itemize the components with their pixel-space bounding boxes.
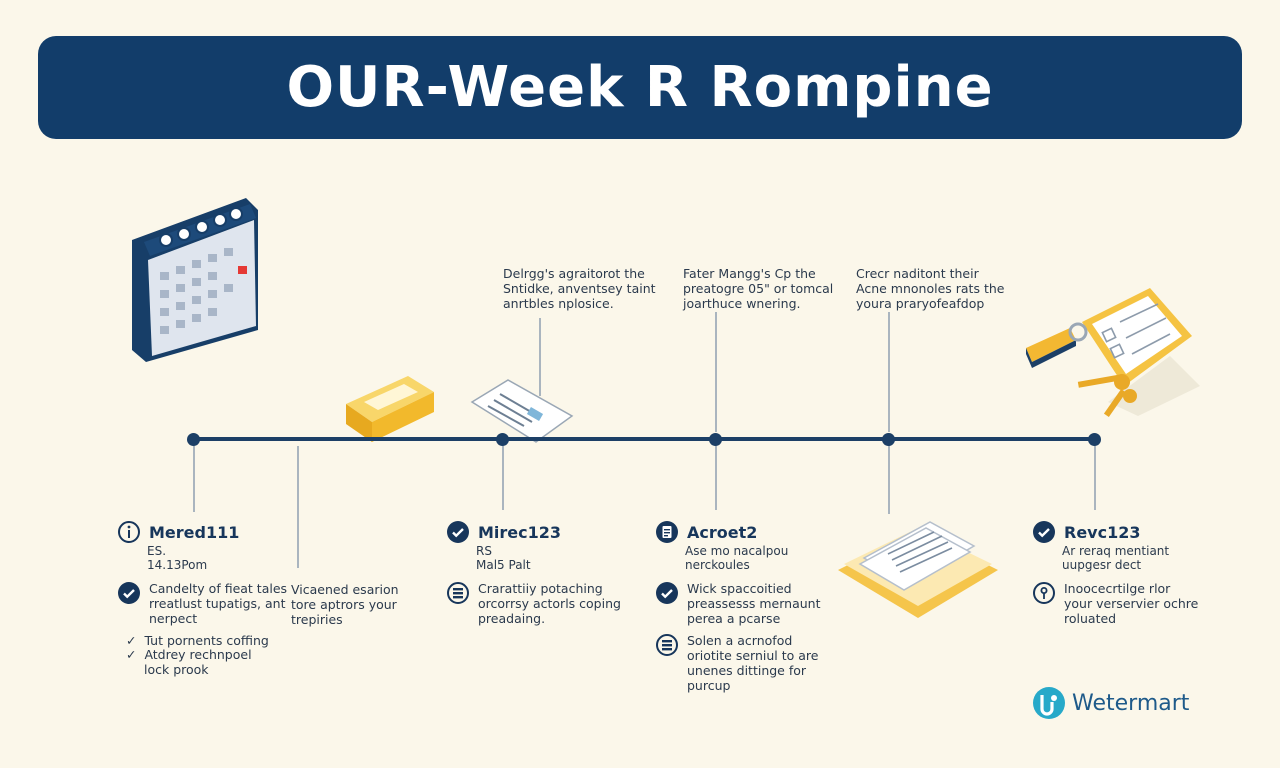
pin-circle-icon [1033, 582, 1055, 604]
info-icon [118, 521, 140, 543]
check-mark-icon: ✓ [126, 647, 137, 662]
check-circle-icon [118, 582, 140, 604]
document-icon [470, 379, 574, 443]
logo-mark-icon [1033, 687, 1065, 719]
timeline-node [496, 433, 509, 446]
calendar-icon [132, 198, 258, 362]
paper-stack-icon [838, 521, 998, 618]
document-circle-icon [656, 521, 678, 543]
milestone-subtitle: ES.14.13Pom [147, 544, 208, 572]
list-item: ✓ Tut pornents coffing [126, 633, 269, 648]
check-circle-icon [1033, 521, 1055, 543]
milestone-heading: Acroet2 [655, 520, 757, 544]
connector-line [1094, 446, 1096, 510]
check-circle-icon [656, 582, 678, 604]
connector-line [715, 446, 717, 510]
timeline-node [709, 433, 722, 446]
clipboard-key-icon [1026, 288, 1200, 418]
connector-line [888, 312, 890, 432]
stack-circle-icon [656, 634, 678, 656]
milestone-heading: Revc123 [1032, 520, 1140, 544]
timeline-node [1088, 433, 1101, 446]
gold-block-icon [346, 376, 434, 442]
timeline-node [882, 433, 895, 446]
check-circle-icon [447, 521, 469, 543]
milestone-heading: Mirec123 [446, 520, 561, 544]
connector-line [888, 446, 890, 514]
check-mark-icon: ✓ [126, 633, 137, 648]
connector-line [193, 446, 195, 512]
logo-text: Wetermart [1072, 690, 1190, 716]
page-title: OUR-Week R Rompine [286, 55, 994, 120]
timeline-node [187, 433, 200, 446]
connector-line [297, 446, 299, 568]
title-banner: OUR-Week R Rompine [38, 36, 1242, 139]
connector-line [539, 318, 541, 396]
stack-circle-icon [447, 582, 469, 604]
list-item: ✓ Atdrey rechnpoel lock prook [126, 647, 252, 677]
timeline-line [193, 437, 1095, 441]
milestone-heading: Mered111 [117, 520, 239, 544]
brand-logo: Wetermart [1032, 686, 1189, 720]
connector-line [502, 446, 504, 510]
connector-line [715, 312, 717, 432]
